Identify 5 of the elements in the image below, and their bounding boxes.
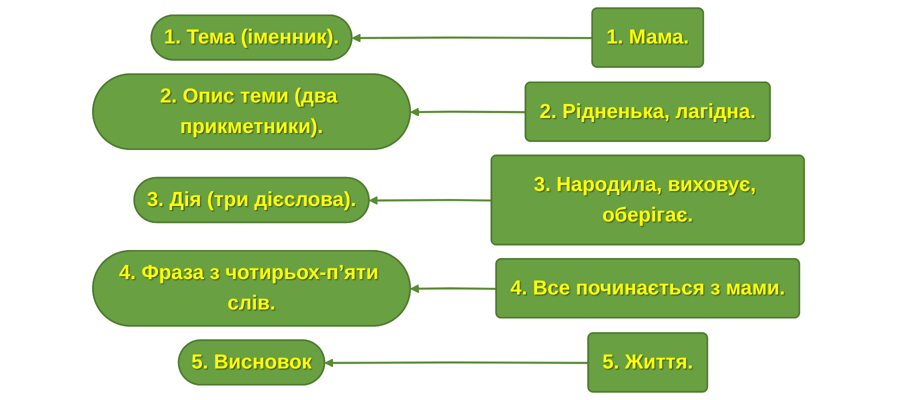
arrow xyxy=(410,284,497,294)
arrow xyxy=(324,358,589,368)
arrow xyxy=(369,196,492,205)
arrow xyxy=(410,108,526,117)
arrow xyxy=(352,34,593,42)
